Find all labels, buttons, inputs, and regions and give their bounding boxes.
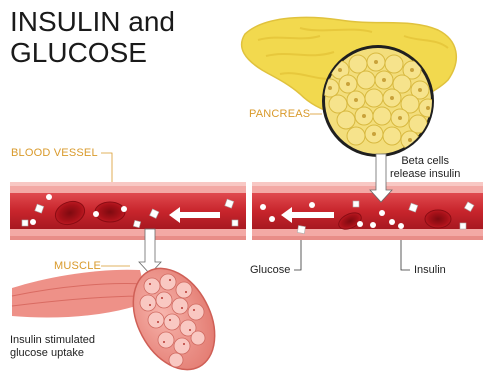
glucose-uptake-label: Insulin stimulated glucose uptake (10, 334, 95, 360)
blood-vessel-left (10, 182, 246, 240)
beta-cells-label: Beta cells release insulin (390, 155, 460, 181)
insulin-label: Insulin (414, 264, 446, 277)
blood-vessel-leader-line (101, 153, 112, 182)
muscle-label: MUSCLE (54, 260, 101, 272)
glucose-label: Glucose (250, 264, 290, 277)
blood-vessel-label: BLOOD VESSEL (11, 147, 98, 159)
pancreas-label: PANCREAS (249, 108, 310, 120)
diagram-title: INSULIN and GLUCOSE (10, 6, 175, 68)
